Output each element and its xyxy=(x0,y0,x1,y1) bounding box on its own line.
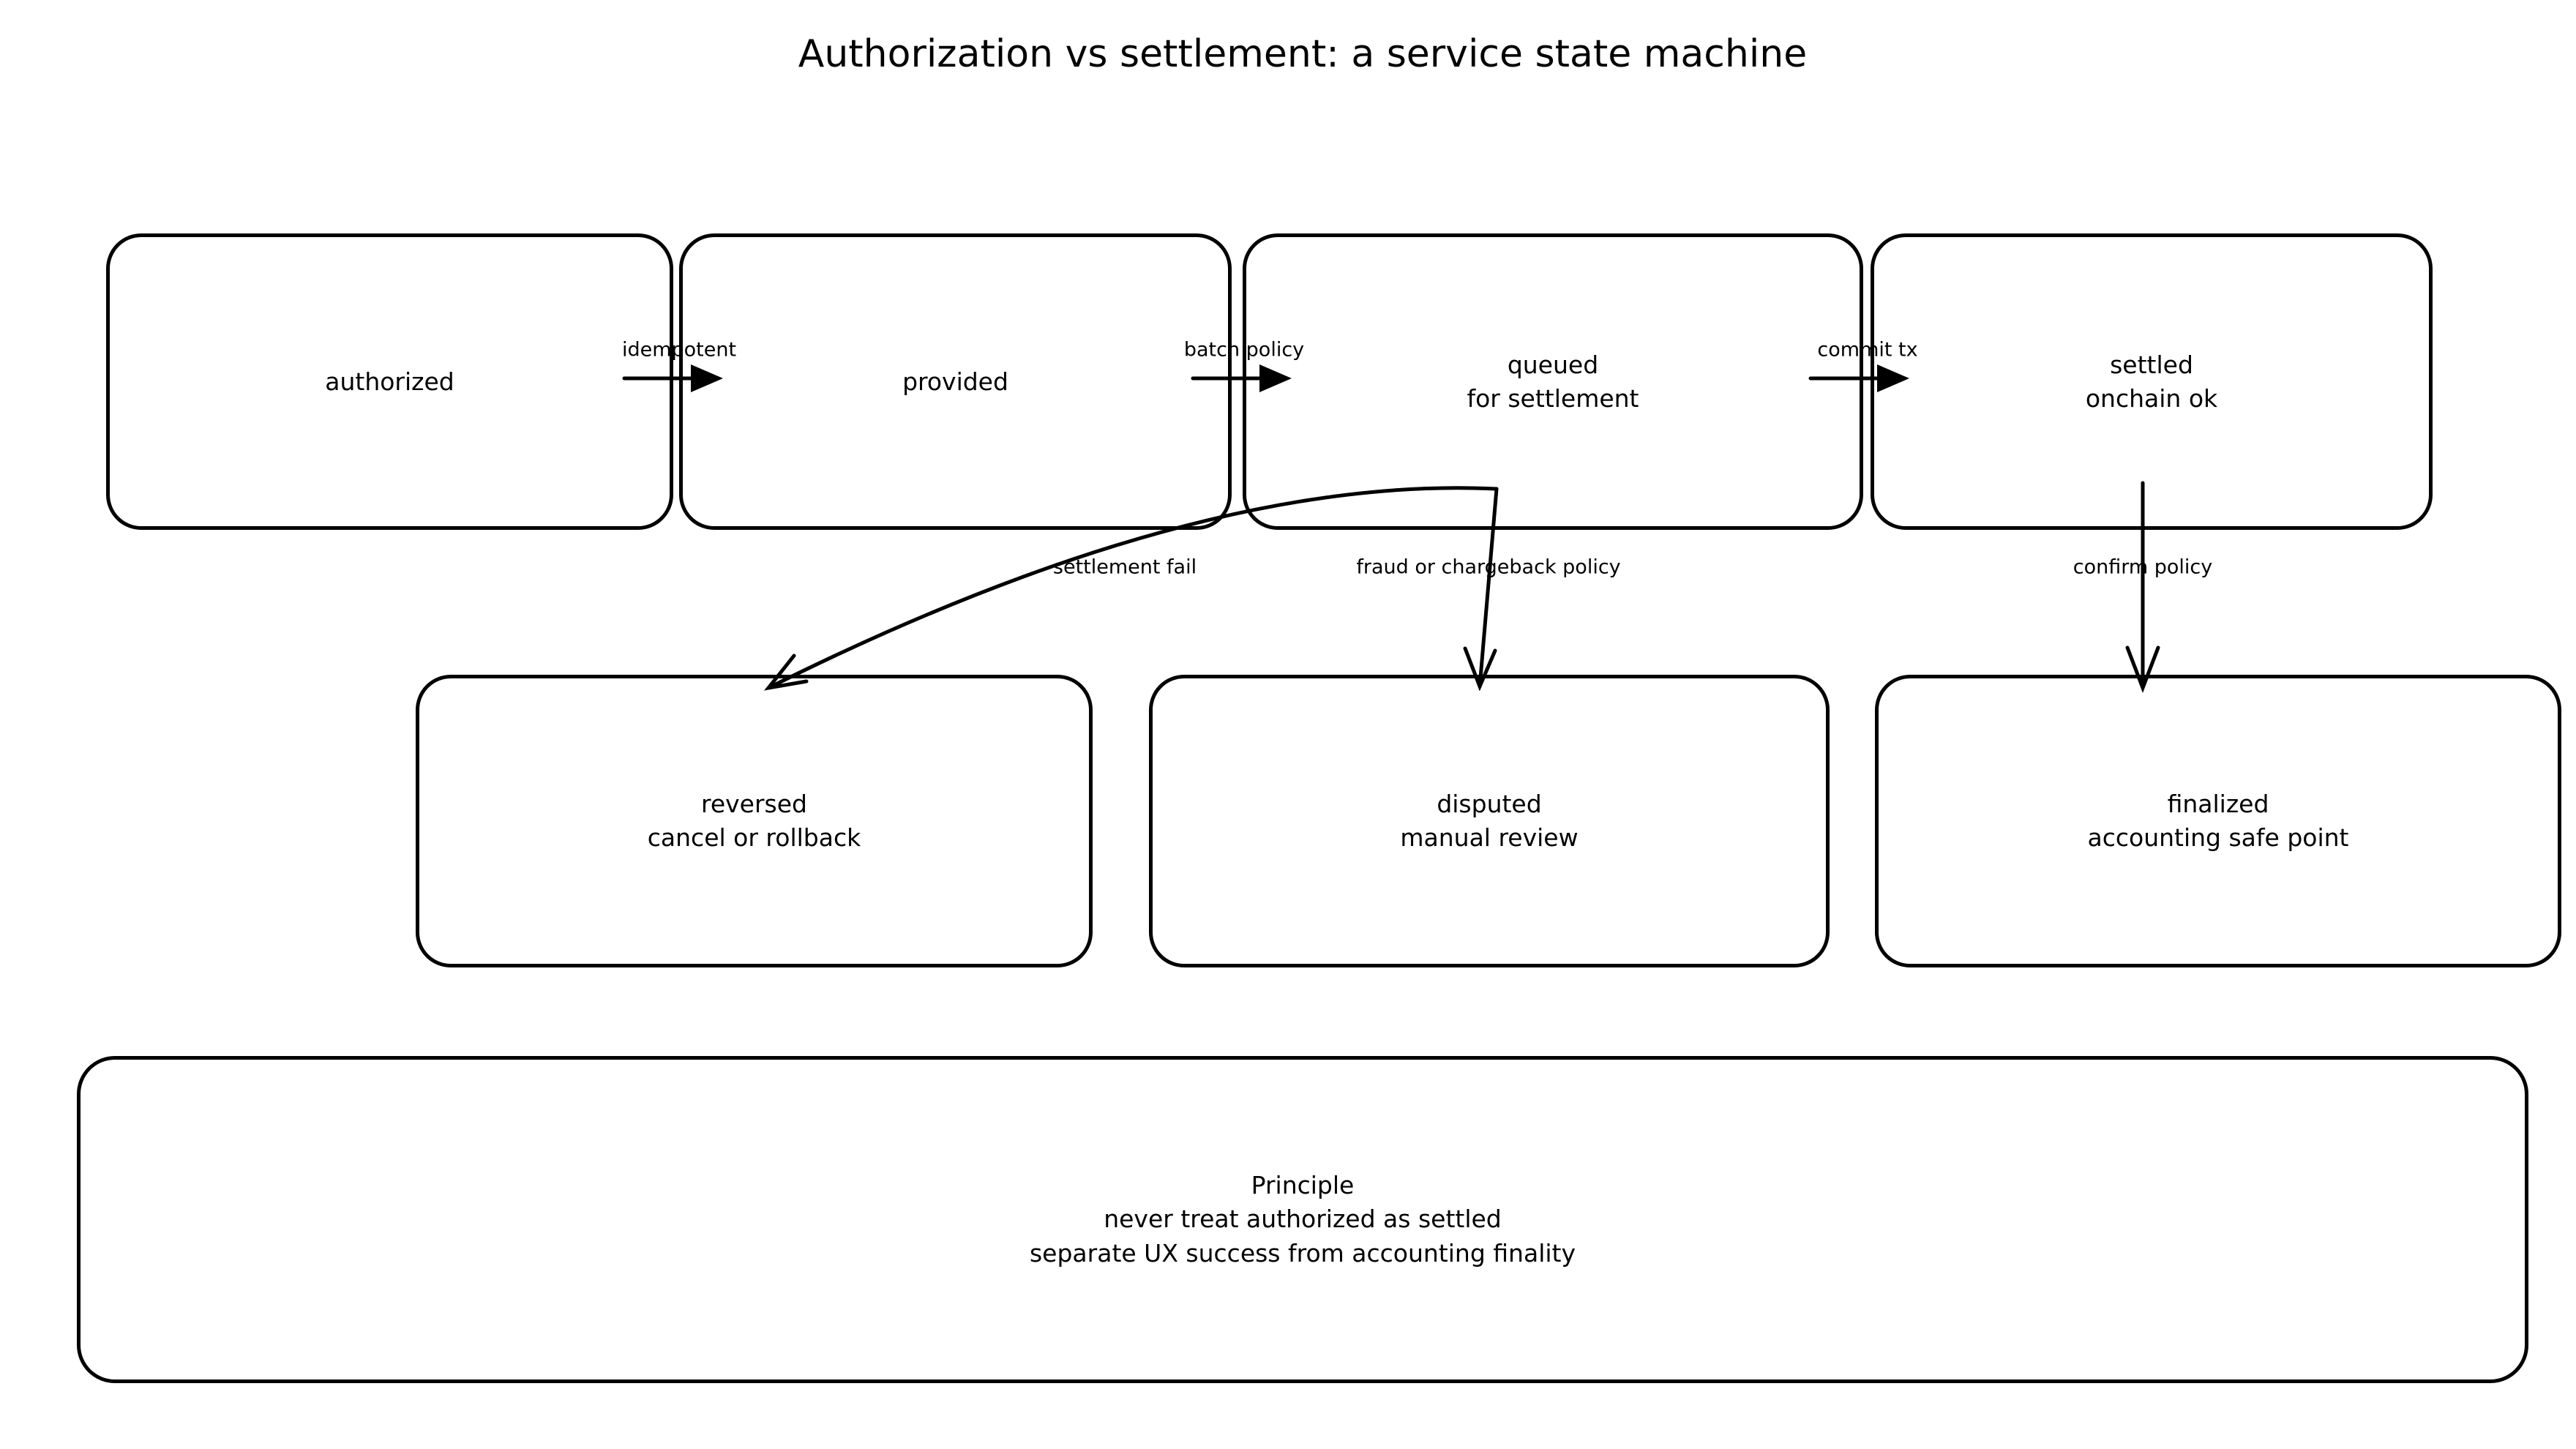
transition-label-commit-tx: commit tx xyxy=(1817,338,1918,362)
state-reversed: reversed cancel or rollback xyxy=(416,675,1093,967)
state-provided: provided xyxy=(679,233,1232,530)
principle-note: Principle never treat authorized as sett… xyxy=(77,1056,2528,1383)
transition-label-batch-policy: batch policy xyxy=(1183,338,1305,362)
transition-label-idempotent: idempotent xyxy=(621,338,737,362)
state-finalized: finalized accounting safe point xyxy=(1875,675,2561,967)
diagram-title: Authorization vs settlement: a service s… xyxy=(798,32,1808,76)
transition-label-settlement-fail: settlement fail xyxy=(1052,555,1197,579)
transition-label-confirm-policy: confirm policy xyxy=(2073,555,2213,579)
transition-label-fraud-or-chargeback-policy: fraud or chargeback policy xyxy=(1356,555,1621,579)
state-authorized: authorized xyxy=(106,233,673,530)
state-disputed: disputed manual review xyxy=(1149,675,1830,967)
state-settled-onchain-ok: settled onchain ok xyxy=(1871,233,2433,530)
state-queued-for-settlement: queued for settlement xyxy=(1243,233,1863,530)
